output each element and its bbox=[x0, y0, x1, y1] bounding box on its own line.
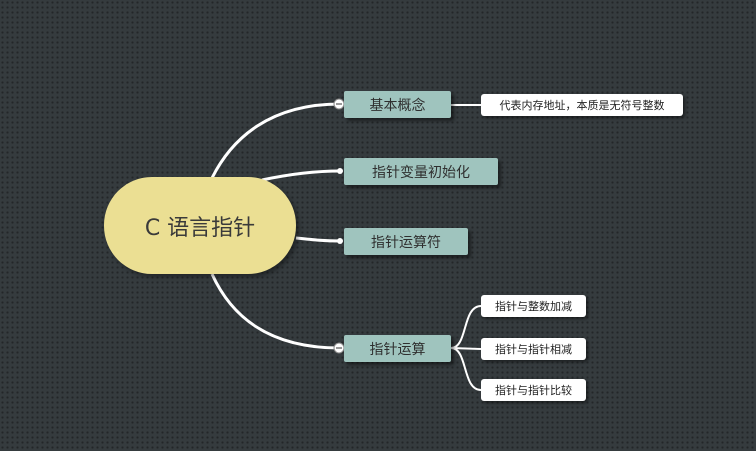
subtopic-pointer-pointer-sub[interactable]: 指针与指针相减 bbox=[481, 338, 586, 360]
subtopic-pointer-int-add-sub[interactable]: 指针与整数加减 bbox=[481, 295, 586, 317]
subtopic-label: 指针与指针比较 bbox=[495, 384, 572, 397]
connector-root-init bbox=[261, 169, 341, 182]
connector-root-basic bbox=[210, 102, 341, 179]
connector-root-arith bbox=[210, 273, 341, 350]
collapse-toggle-basic[interactable] bbox=[333, 98, 345, 110]
collapse-toggle-arith[interactable] bbox=[333, 342, 345, 354]
subtopic-pointer-compare[interactable]: 指针与指针比较 bbox=[481, 379, 586, 401]
branch-topic-basic-concept[interactable]: 基本概念 bbox=[344, 91, 451, 118]
connector-dot-op bbox=[337, 238, 343, 244]
branch-topic-pointer-arithmetic[interactable]: 指针运算 bbox=[344, 335, 451, 362]
branch-topic-pointer-operator[interactable]: 指针运算符 bbox=[344, 228, 468, 255]
connector-arith-leaf-3 bbox=[450, 347, 482, 391]
subtopic-memory-address[interactable]: 代表内存地址，本质是无符号整数 bbox=[481, 94, 683, 116]
branch-topic-label: 基本概念 bbox=[369, 97, 426, 114]
root-topic[interactable]: C 语言指针 bbox=[104, 177, 296, 274]
connector-arith-leaf-1 bbox=[450, 305, 482, 349]
subtopic-label: 代表内存地址，本质是无符号整数 bbox=[499, 99, 665, 112]
subtopic-label: 指针与指针相减 bbox=[495, 343, 572, 356]
branch-topic-label: 指针运算 bbox=[369, 341, 426, 358]
root-topic-label: C 语言指针 bbox=[144, 215, 256, 241]
branch-topic-label: 指针变量初始化 bbox=[372, 164, 470, 181]
connector-dot-init bbox=[337, 168, 343, 174]
subtopic-label: 指针与整数加减 bbox=[495, 300, 572, 313]
connector-root-op bbox=[295, 236, 341, 243]
branch-topic-label: 指针运算符 bbox=[371, 234, 441, 251]
branch-topic-pointer-init[interactable]: 指针变量初始化 bbox=[344, 158, 498, 185]
connector-arith-leaf-2 bbox=[450, 347, 482, 350]
